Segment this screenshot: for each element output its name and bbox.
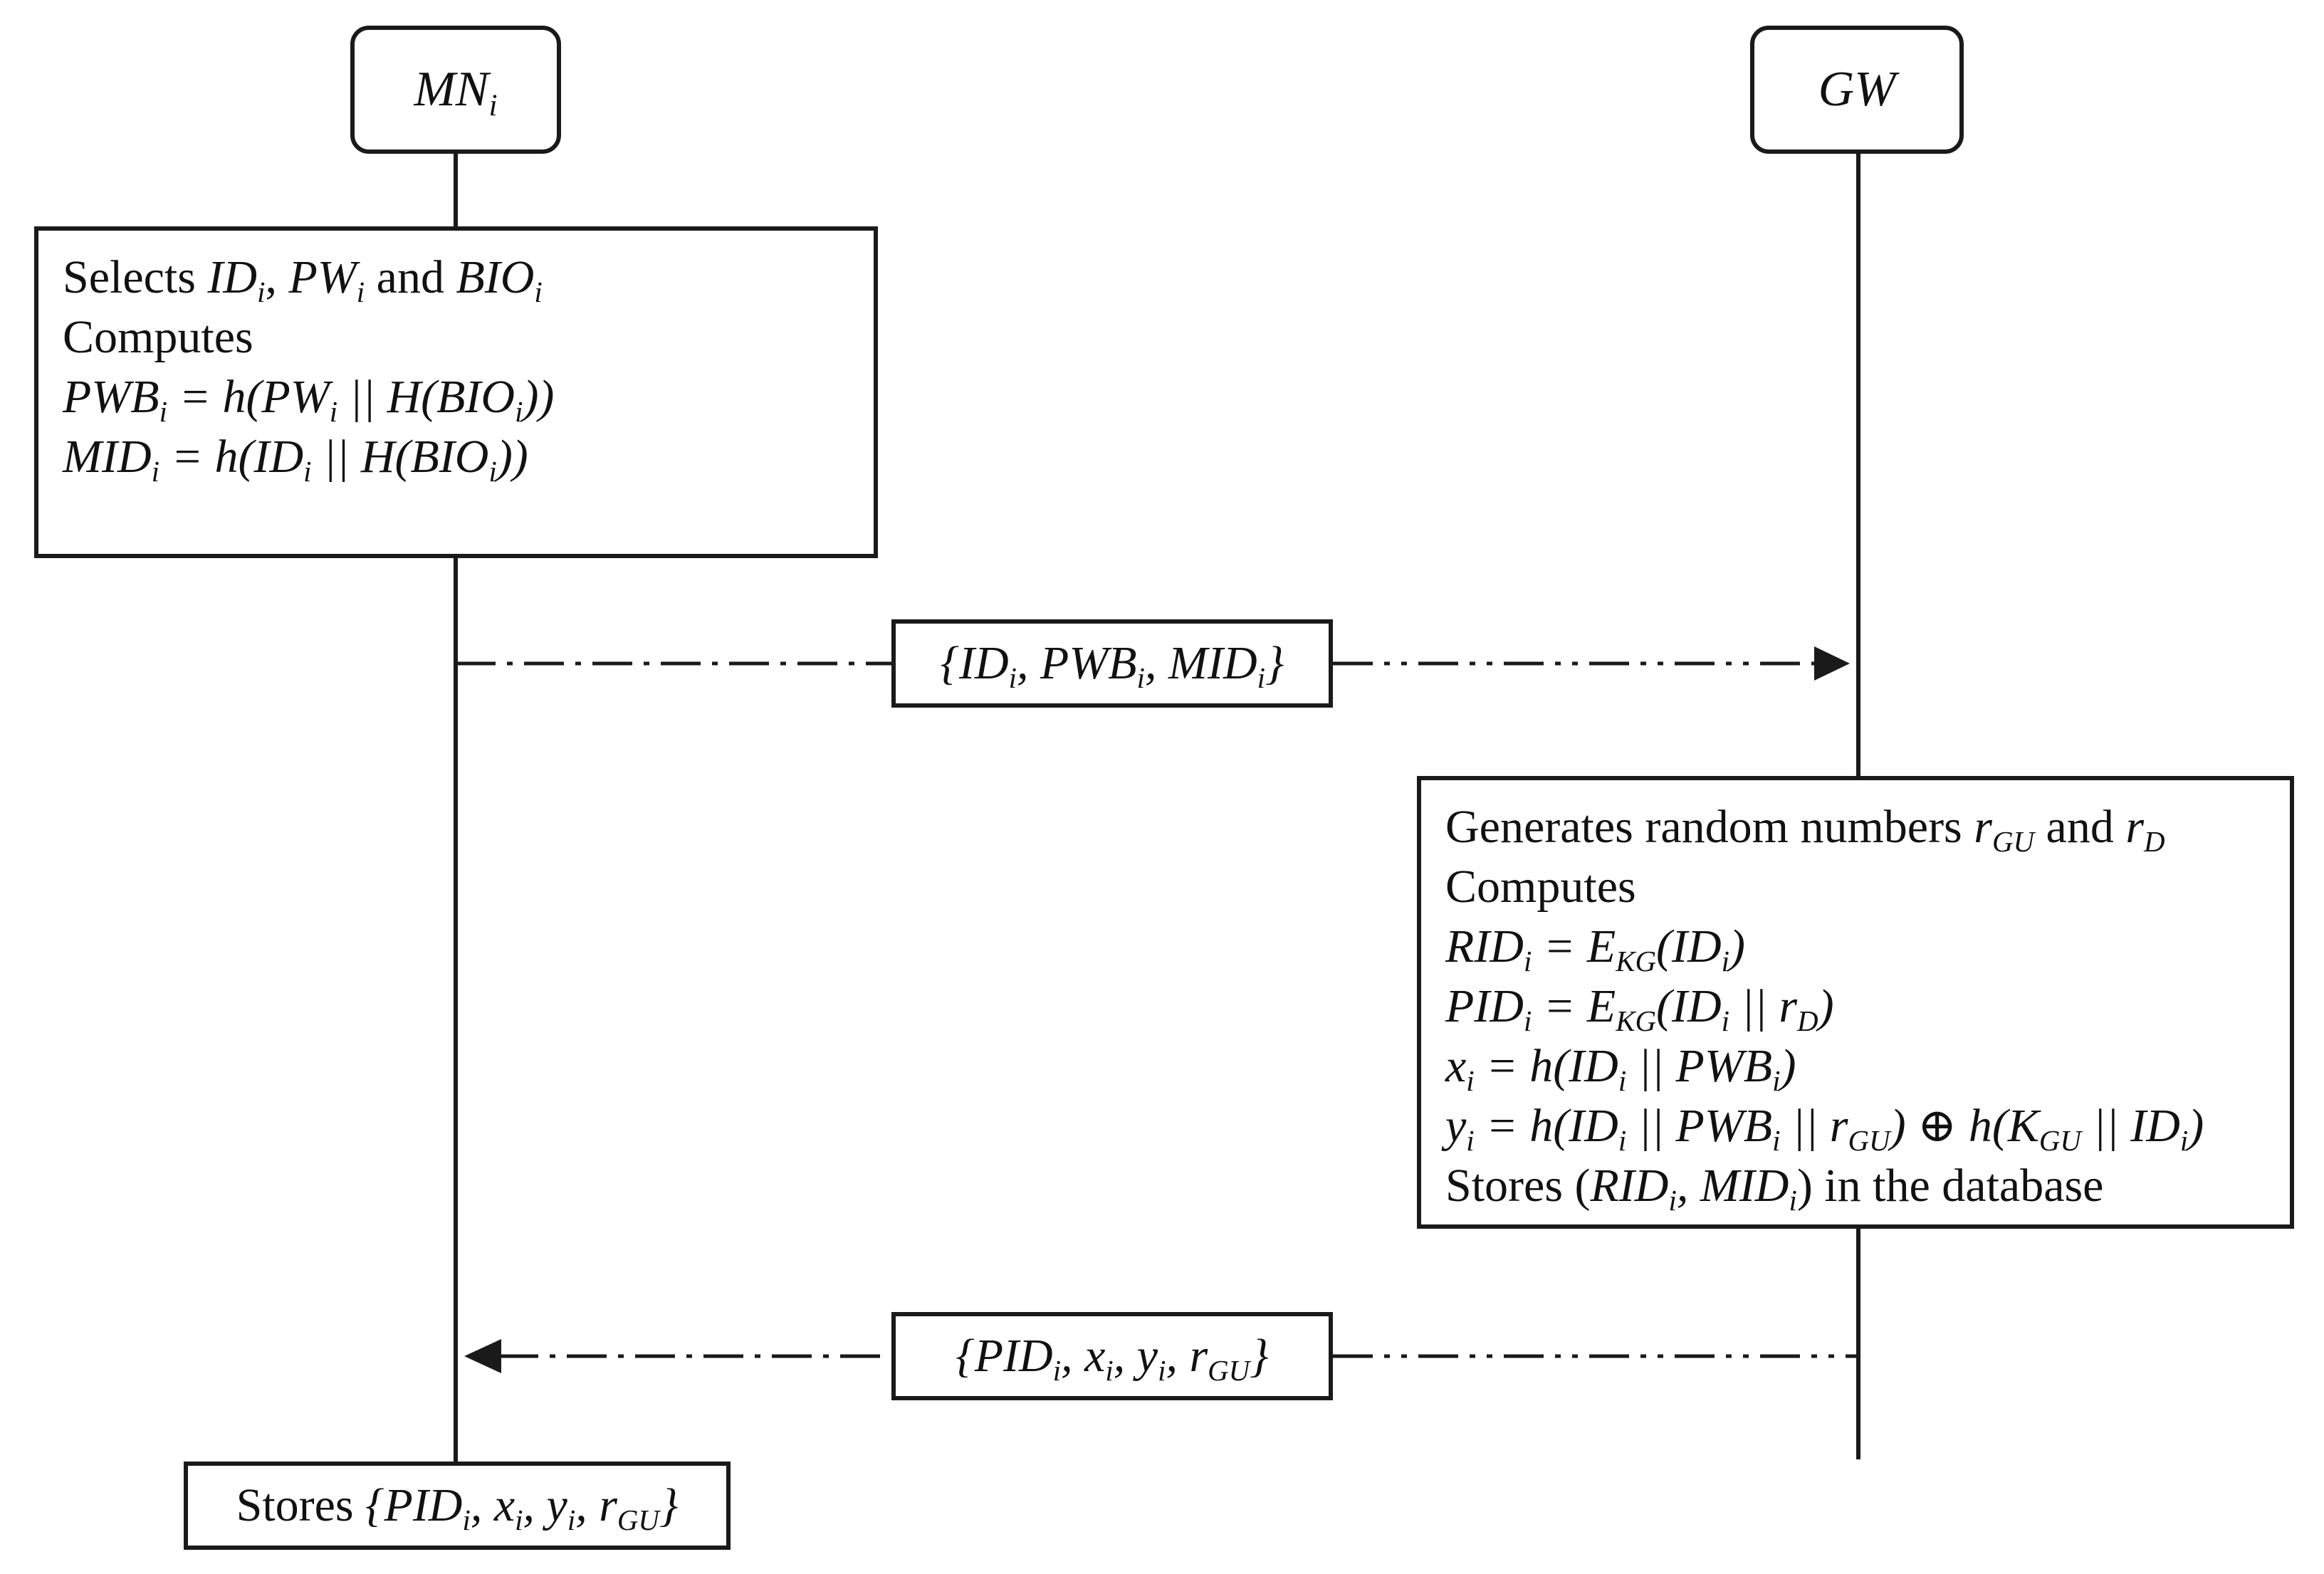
gw-process-line-rid: RIDi = EKG(IDi) <box>1445 920 1746 978</box>
mn-process-line-computes: Computes <box>63 311 253 363</box>
mn-process-line-select: Selects IDi, PWi and BIOi <box>63 251 543 309</box>
message2-label: {PIDi, xi, yi, rGU} <box>956 1330 1269 1387</box>
actor-mn: MNi <box>350 26 561 154</box>
message2-box: {PIDi, xi, yi, rGU} <box>891 1312 1333 1400</box>
gw-process-box: Generates random numbers rGU and rD Comp… <box>1417 776 2294 1229</box>
message2-arrowhead <box>464 1339 501 1373</box>
mn-process-box: Selects IDi, PWi and BIOi Computes PWBi … <box>34 226 878 558</box>
actor-gw: GW <box>1750 26 1964 154</box>
message1-label: {IDi, PWBi, MIDi} <box>940 637 1284 695</box>
actor-gw-label: GW <box>1818 62 1896 117</box>
gw-process-line-stores: Stores (RIDi, MIDi) in the database <box>1445 1160 2104 1217</box>
mn-process-line-mid: MIDi = h(IDi || H(BIOi)) <box>63 431 528 488</box>
mn-store-box: Stores {PIDi, xi, yi, rGU} <box>184 1462 731 1550</box>
gw-process-line-y: yi = h(IDi || PWBi || rGU) ⊕ h(KGU || ID… <box>1445 1100 2204 1158</box>
actor-mn-label: MNi <box>414 62 498 122</box>
mn-store-label: Stores {PIDi, xi, yi, rGU} <box>236 1479 679 1537</box>
message1-arrowhead <box>1814 646 1850 681</box>
gw-process-line-computes: Computes <box>1445 861 1636 913</box>
mn-process-line-pwb: PWBi = h(PWi || H(BIOi)) <box>63 371 555 429</box>
gw-process-line-x: xi = h(IDi || PWBi) <box>1445 1040 1796 1098</box>
gw-process-line-pid: PIDi = EKG(IDi || rD) <box>1445 980 1834 1038</box>
gw-process-line-generate: Generates random numbers rGU and rD <box>1445 801 2165 859</box>
message1-box: {IDi, PWBi, MIDi} <box>891 619 1333 708</box>
